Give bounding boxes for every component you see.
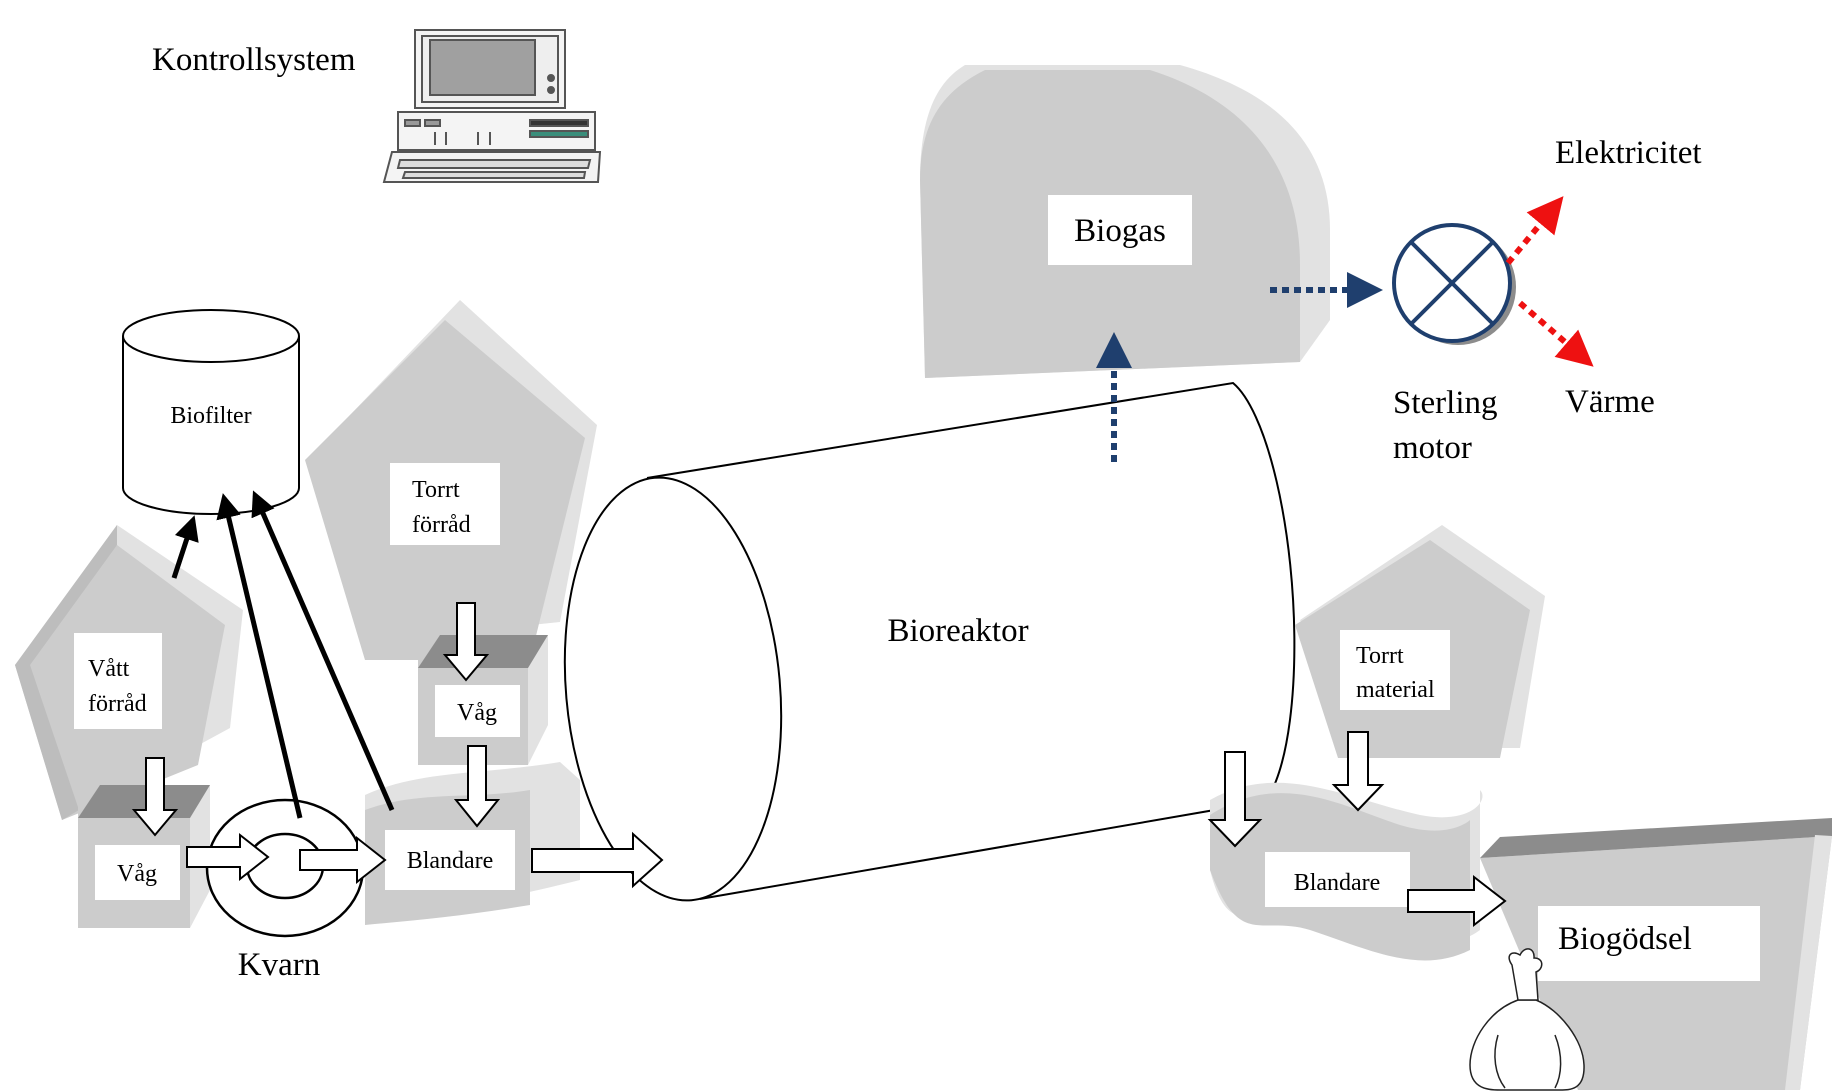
control-system: Kontrollsystem bbox=[152, 29, 602, 183]
biogas-storage: Biogas bbox=[920, 65, 1330, 378]
electricity-label: Elektricitet bbox=[1555, 135, 1702, 171]
mill-to-mixer-arrow bbox=[299, 835, 387, 885]
mixer-left-label-box bbox=[385, 830, 515, 890]
scale-left-label-box bbox=[95, 845, 180, 900]
mill: Kvarn bbox=[205, 798, 365, 983]
heat-label: Värme bbox=[1565, 384, 1655, 420]
dry-material-label-2: material bbox=[1356, 677, 1435, 703]
energy-output-arrows bbox=[1505, 196, 1594, 367]
wet-storage-to-scale-arrow bbox=[131, 757, 179, 837]
mixer-to-fertilizer-arrow bbox=[1407, 874, 1507, 928]
fertilizer-bin: Biogödsel bbox=[1469, 818, 1832, 1091]
bioreactor: Bioreaktor bbox=[563, 381, 1296, 902]
dry-storage: Torrt förråd bbox=[305, 300, 597, 660]
biofilter: Biofilter bbox=[122, 309, 300, 515]
fertilizer-label-box bbox=[1538, 906, 1760, 981]
biogas-label: Biogas bbox=[1074, 213, 1166, 249]
mixer-left: Blandare bbox=[365, 762, 580, 925]
air-flow-arrows bbox=[171, 490, 395, 819]
reactor-to-mixer-arrow bbox=[1207, 751, 1263, 848]
dry-storage-label-2: förråd bbox=[412, 512, 471, 538]
heat-arrow bbox=[1518, 300, 1594, 367]
electricity-arrow bbox=[1505, 196, 1564, 265]
mixer-right: Blandare bbox=[1210, 782, 1483, 961]
biogas-label-box bbox=[1048, 195, 1192, 265]
mixer-left-label: Blandare bbox=[407, 848, 494, 874]
wet-storage-label-1: Vått bbox=[88, 656, 130, 682]
computer-icon bbox=[382, 29, 602, 183]
dry-material-storage: Torrt material bbox=[1295, 525, 1545, 758]
material-flow-arrows bbox=[131, 602, 1507, 928]
dry-storage-to-scale-arrow bbox=[442, 602, 490, 682]
fertilizer-sack-icon bbox=[1469, 948, 1585, 1091]
wet-storage-air-arrow bbox=[171, 515, 199, 579]
control-system-label: Kontrollsystem bbox=[152, 42, 356, 78]
mill-air-arrow bbox=[216, 493, 303, 819]
mixer-right-label: Blandare bbox=[1294, 870, 1381, 896]
dry-storage-label-box bbox=[390, 463, 500, 545]
dry-material-label-box bbox=[1340, 630, 1450, 710]
fertilizer-label: Biogödsel bbox=[1558, 921, 1692, 957]
dry-material-to-mixer-arrow bbox=[1331, 731, 1385, 812]
dry-material-label-1: Torrt bbox=[1356, 643, 1404, 669]
sterling-motor: Sterling motor bbox=[1392, 223, 1516, 466]
sterling-label-2: motor bbox=[1393, 430, 1472, 466]
wet-storage-label-box bbox=[74, 633, 162, 729]
mixer-right-label-box bbox=[1265, 852, 1410, 907]
mixer-air-arrow bbox=[251, 490, 395, 811]
wet-storage: Vått förråd bbox=[15, 525, 243, 820]
scale-left: Våg bbox=[78, 785, 210, 928]
scale-mid: Våg bbox=[418, 635, 548, 765]
scale-mid-label-box bbox=[435, 685, 520, 737]
sterling-label-1: Sterling bbox=[1393, 385, 1498, 421]
mixer-to-reactor-arrow bbox=[531, 831, 664, 889]
scale-left-label: Våg bbox=[117, 861, 157, 887]
biofilter-label: Biofilter bbox=[170, 403, 251, 429]
scale-to-mill-arrow bbox=[186, 832, 270, 882]
dry-storage-label-1: Torrt bbox=[412, 477, 460, 503]
bioreactor-label: Bioreaktor bbox=[887, 613, 1028, 649]
wet-storage-label-2: förråd bbox=[88, 691, 147, 717]
scale-to-mixer-arrow bbox=[453, 745, 501, 828]
mill-label: Kvarn bbox=[238, 947, 320, 983]
gas-flow-arrows bbox=[1096, 272, 1383, 462]
scale-mid-label: Våg bbox=[457, 700, 497, 726]
